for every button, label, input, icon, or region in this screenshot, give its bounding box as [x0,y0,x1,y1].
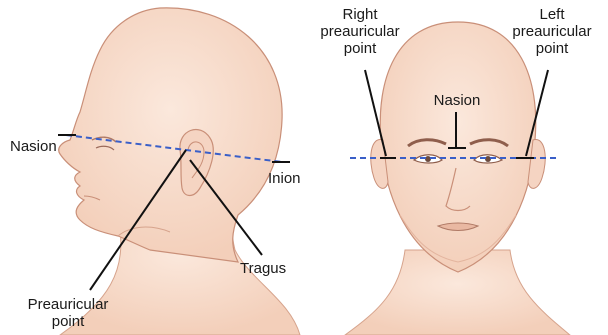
front-nasion-label: Nasion [420,92,494,109]
front-left-preauricular-label: Left preauricular point [500,6,604,57]
side-inion-label: Inion [268,170,301,187]
side-tragus-label: Tragus [240,260,286,277]
front-right-label-line2: preauricular [305,23,415,40]
side-head-outline [59,8,282,262]
front-left-label-line1: Left [500,6,604,23]
side-preauricular-label-line2: point [18,313,118,330]
front-right-preauricular-label: Right preauricular point [305,6,415,57]
side-preauricular-label-line1: Preauricular [18,296,118,313]
side-view-head [59,8,300,335]
front-view-head [345,22,570,335]
front-right-label-line3: point [305,40,415,57]
front-left-label-line2: preauricular [500,23,604,40]
front-right-label-line1: Right [305,6,415,23]
front-left-label-line3: point [500,40,604,57]
side-preauricular-label: Preauricular point [18,296,118,330]
side-nasion-label: Nasion [10,138,57,155]
